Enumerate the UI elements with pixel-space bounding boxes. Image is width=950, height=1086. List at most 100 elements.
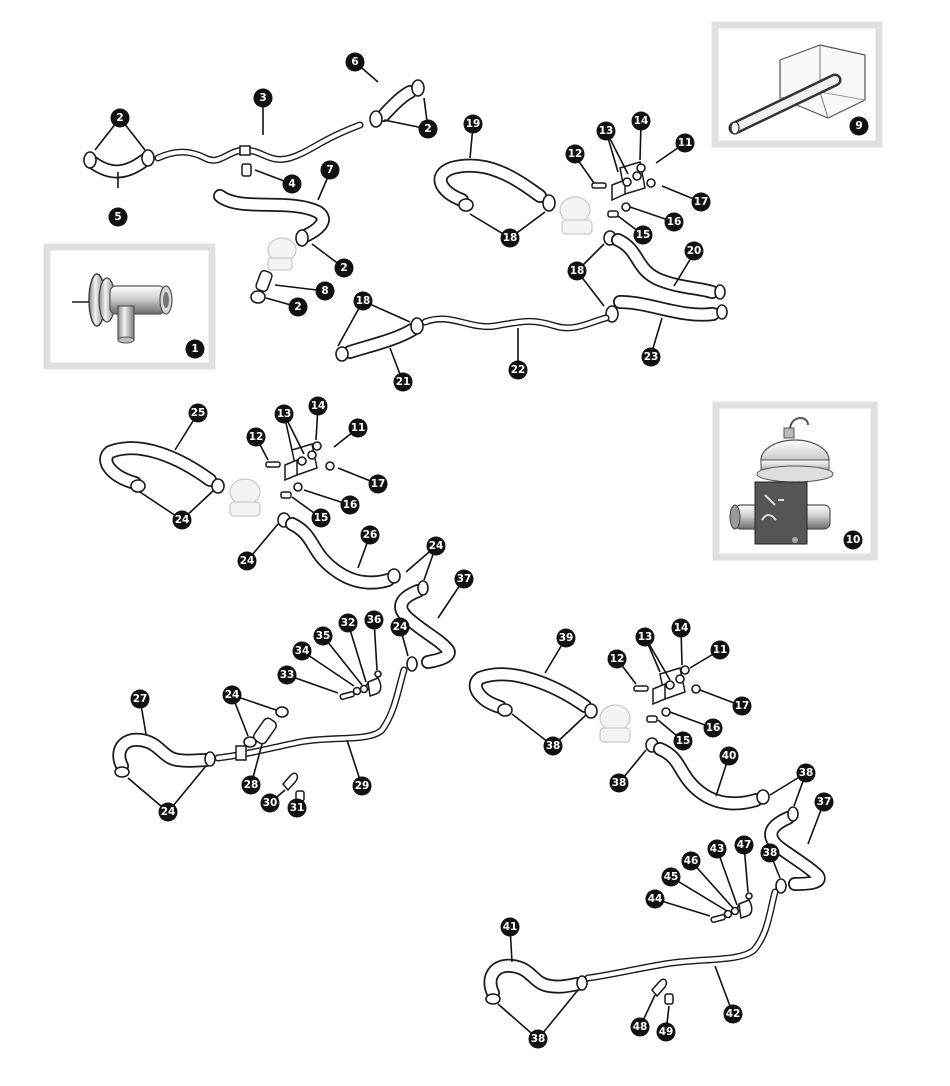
callout-2: 2 (334, 258, 354, 278)
hose-clip (275, 706, 289, 718)
callout-12: 12 (246, 427, 266, 447)
svg-text:31: 31 (290, 802, 305, 814)
callout-38: 38 (760, 843, 780, 863)
svg-text:32: 32 (341, 617, 356, 629)
hose-7 (213, 189, 330, 243)
callout-11: 11 (710, 640, 730, 660)
callout-7: 7 (320, 160, 340, 180)
callout-31: 31 (287, 798, 307, 818)
callout-15: 15 (673, 731, 693, 751)
p-clip-48 (651, 978, 674, 1005)
svg-text:24: 24 (429, 540, 444, 552)
hose-clip (130, 479, 146, 493)
p-clip-30 (282, 772, 305, 802)
callout-24: 24 (222, 685, 242, 705)
callout-43: 43 (707, 839, 727, 859)
callout-17: 17 (732, 696, 752, 716)
svg-text:38: 38 (531, 1033, 546, 1045)
callout-24: 24 (390, 617, 410, 637)
pipe-3-bracket (239, 145, 251, 156)
svg-text:38: 38 (799, 767, 814, 779)
callout-14: 14 (308, 396, 328, 416)
svg-text:17: 17 (694, 196, 709, 208)
callout-29: 29 (352, 776, 372, 796)
ghost-valve-top-left (267, 237, 297, 271)
hose-clip (787, 806, 799, 822)
callout-21: 21 (393, 372, 413, 392)
callout-45: 45 (661, 867, 681, 887)
hose-37-lower (764, 811, 826, 891)
svg-text:14: 14 (674, 622, 689, 634)
pipe-3 (154, 121, 364, 164)
hose-clip (369, 110, 383, 128)
callout-38: 38 (609, 773, 629, 793)
svg-text:11: 11 (713, 644, 728, 656)
svg-text:24: 24 (161, 806, 176, 818)
callout-24: 24 (158, 802, 178, 822)
svg-text:16: 16 (667, 216, 682, 228)
bracket-group-middle (265, 441, 335, 499)
ghost-valve-top-right (559, 196, 593, 235)
svg-text:24: 24 (393, 621, 408, 633)
callout-48: 48 (630, 1017, 650, 1037)
callout-16: 16 (703, 718, 723, 738)
hose-clip (410, 317, 424, 335)
svg-text:22: 22 (511, 364, 526, 376)
svg-text:49: 49 (659, 1026, 674, 1038)
callout-16: 16 (340, 495, 360, 515)
callout-38: 38 (796, 763, 816, 783)
callout-22: 22 (508, 360, 528, 380)
spacer-4 (241, 163, 252, 177)
callout-13: 13 (274, 404, 294, 424)
hose-5 (85, 153, 152, 179)
hose-clip (211, 478, 225, 494)
callout-18: 18 (567, 261, 587, 281)
hose-8 (255, 269, 273, 293)
hose-clip (716, 304, 728, 320)
callout-9: 9 (849, 116, 869, 136)
hose-clip (584, 703, 598, 719)
svg-text:2: 2 (294, 301, 301, 313)
callout-37: 37 (454, 569, 474, 589)
svg-text:14: 14 (311, 400, 326, 412)
svg-text:34: 34 (295, 645, 310, 657)
svg-text:15: 15 (314, 512, 329, 524)
svg-text:17: 17 (371, 478, 386, 490)
svg-text:2: 2 (116, 112, 123, 124)
fitting-group-32-36 (339, 670, 382, 701)
svg-text:13: 13 (277, 408, 292, 420)
hose-clip (485, 993, 501, 1005)
callout-16: 16 (664, 212, 684, 232)
callout-38: 38 (543, 736, 563, 756)
callout-2: 2 (418, 119, 438, 139)
callout-23: 23 (641, 347, 661, 367)
callout-42: 42 (723, 1004, 743, 1024)
hose-27 (112, 732, 213, 773)
callout-3: 3 (253, 88, 273, 108)
svg-text:19: 19 (466, 118, 481, 130)
svg-text:15: 15 (636, 229, 651, 241)
callout-24: 24 (426, 536, 446, 556)
svg-text:35: 35 (316, 630, 331, 642)
hose-26 (285, 517, 395, 590)
hose-clip (243, 736, 257, 748)
pipe-42 (584, 888, 779, 982)
svg-text:20: 20 (687, 245, 702, 257)
callout-35: 35 (313, 626, 333, 646)
hose-clip (204, 751, 216, 767)
svg-text:18: 18 (356, 295, 371, 307)
hose-clip (387, 568, 401, 584)
callout-5: 5 (108, 207, 128, 227)
callout-17: 17 (368, 474, 388, 494)
svg-text:18: 18 (570, 265, 585, 277)
hose-clip (775, 878, 787, 894)
hose-6 (377, 85, 417, 122)
callout-13: 13 (635, 627, 655, 647)
callout-41: 41 (500, 917, 520, 937)
inset-heater-valve-1 (43, 243, 216, 370)
hose-37-upper (394, 584, 456, 669)
callout-37: 37 (814, 792, 834, 812)
callout-18: 18 (500, 228, 520, 248)
svg-text:5: 5 (114, 211, 121, 223)
